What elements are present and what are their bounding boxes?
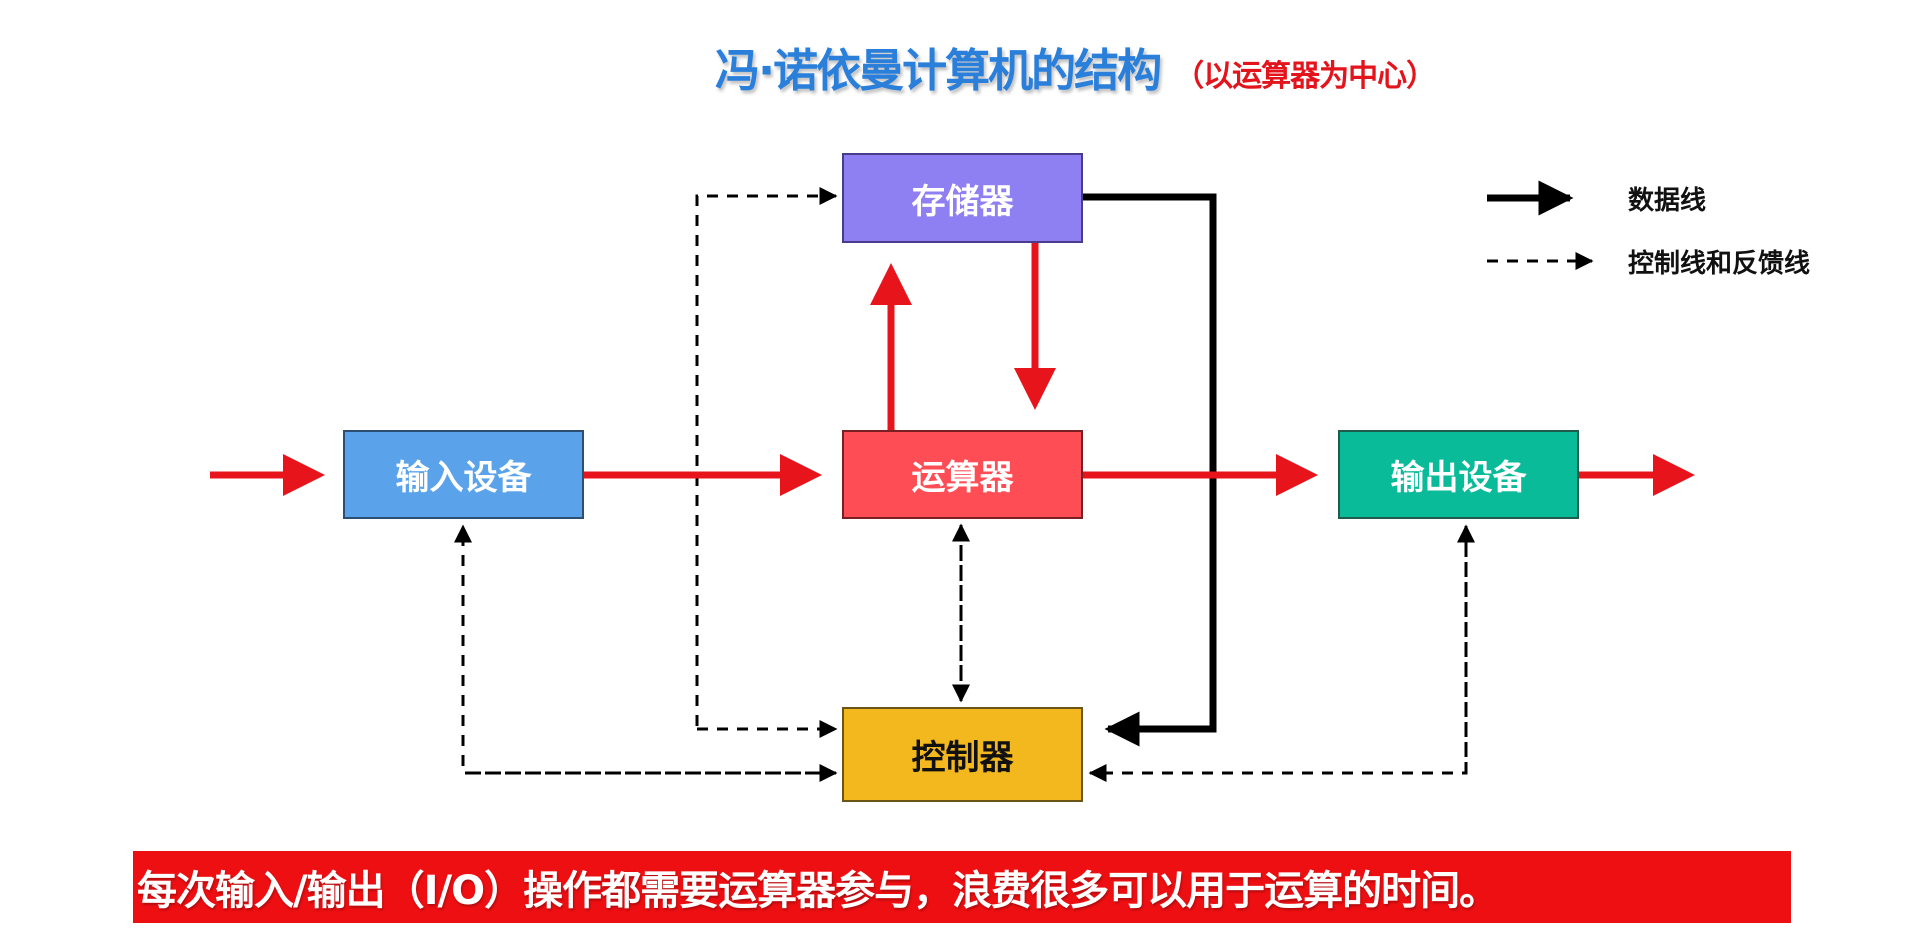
memory-box: 存储器 bbox=[842, 153, 1083, 243]
title-subtitle: （以运算器为中心） bbox=[1174, 59, 1436, 94]
control-line-to-memory bbox=[695, 187, 838, 726]
page-title: 冯·诺依曼计算机的结构 （以运算器为中心） bbox=[715, 34, 1436, 97]
legend-data-line-label: 数据线 bbox=[1628, 186, 1707, 216]
note-banner: 每次输入/输出（I/O）操作都需要运算器参与，浪费很多可以用于运算的时间。 bbox=[133, 851, 1791, 923]
legend-control-line-label: 控制线和反馈线 bbox=[1628, 249, 1811, 279]
output-device-box: 输出设备 bbox=[1338, 430, 1579, 519]
control-line-output-controller bbox=[1088, 526, 1468, 782]
input-device-box: 输入设备 bbox=[343, 430, 584, 519]
alu-box: 运算器 bbox=[842, 430, 1083, 519]
controller-box: 控制器 bbox=[842, 707, 1083, 802]
data-line-memory-to-controller bbox=[1083, 193, 1217, 747]
title-main: 冯·诺依曼计算机的结构 bbox=[715, 44, 1162, 97]
control-line-input-controller bbox=[454, 524, 836, 775]
